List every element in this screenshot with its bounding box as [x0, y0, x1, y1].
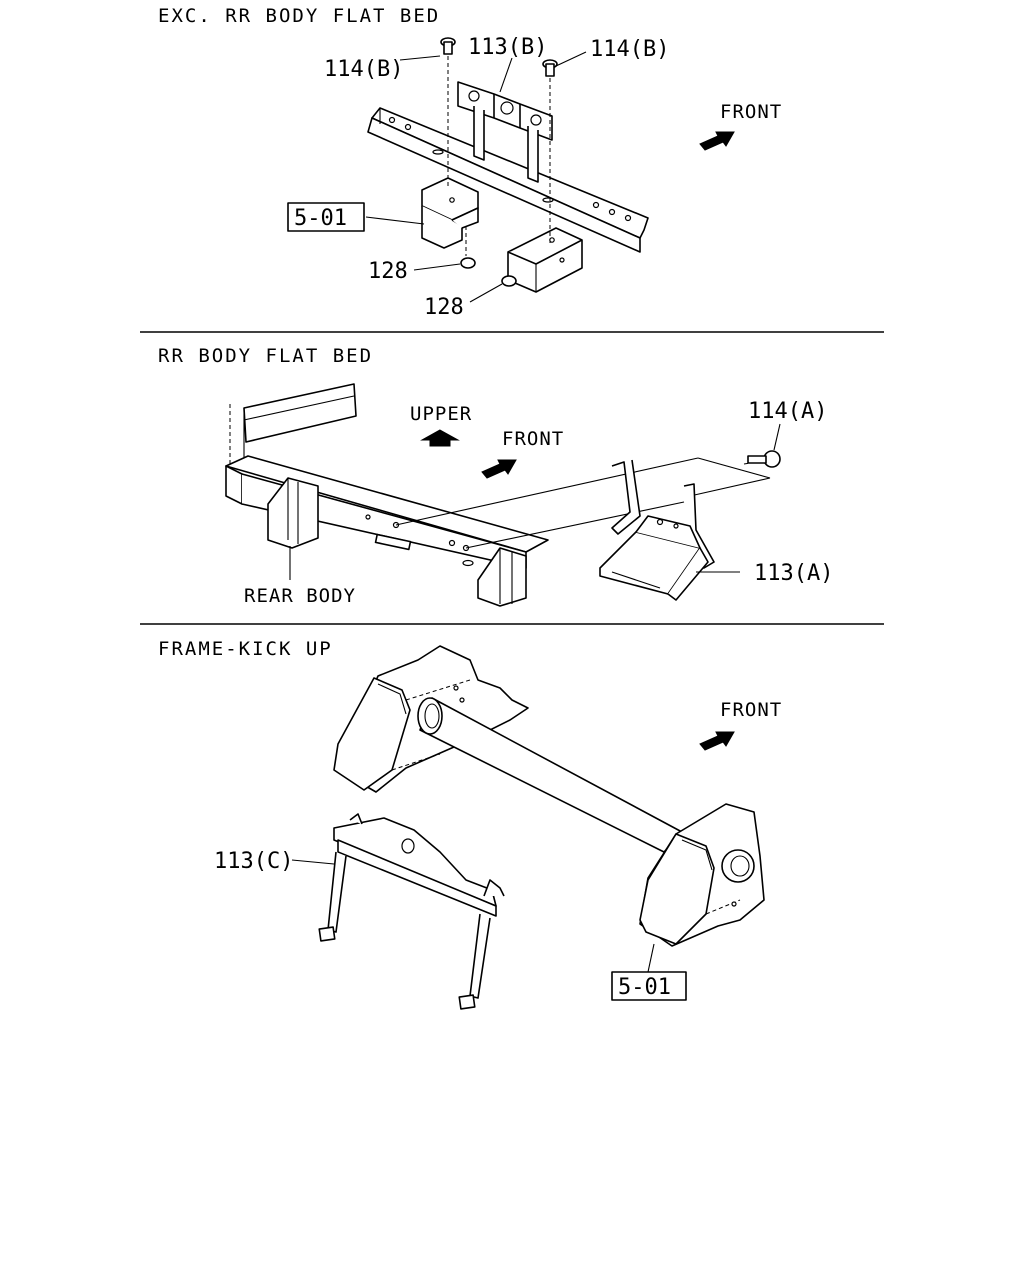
label-frame-ref: 5-01	[294, 206, 347, 231]
front-arrow-icon	[481, 459, 517, 479]
bracket-113a	[599, 459, 715, 601]
frame-post-right	[477, 547, 527, 607]
bracket-113c	[318, 813, 505, 1010]
label-front: FRONT	[720, 101, 782, 123]
frame-ref-box	[287, 202, 365, 232]
frame-post-left	[267, 477, 319, 549]
section-frame-kick-up: FRAME-KICK UP	[158, 638, 782, 1010]
label-nut-upper: 128	[368, 259, 408, 284]
frame-channel-right	[507, 227, 583, 293]
frame-ref-box	[611, 971, 687, 1001]
section-title: FRAME-KICK UP	[158, 638, 333, 660]
label-nut-lower: 128	[424, 295, 464, 320]
nut-128-upper	[460, 226, 476, 269]
upper-arrow-icon	[420, 429, 460, 447]
section-title: RR BODY FLAT BED	[158, 345, 373, 367]
bracket-113b	[457, 81, 553, 183]
frame-channel-left	[421, 177, 479, 249]
section-title: EXC. RR BODY FLAT BED	[158, 5, 440, 27]
cross-tube	[417, 697, 683, 853]
frame-end-right	[639, 803, 765, 947]
bolt-114a	[747, 450, 781, 468]
section-rr-body-flat-bed: RR BODY FLAT BED	[158, 345, 833, 607]
label-front: FRONT	[502, 428, 564, 450]
label-bracket: 113(B)	[468, 35, 547, 60]
section-exc-rr-body-flat-bed: EXC. RR BODY FLAT BED	[158, 5, 782, 320]
label-bracket: 113(A)	[754, 561, 833, 586]
label-bracket: 113(C)	[214, 849, 293, 874]
label-rear-body: REAR BODY	[244, 585, 356, 607]
cross-rail	[367, 107, 649, 253]
rear-body-panel	[229, 383, 357, 466]
label-upper: UPPER	[410, 403, 472, 425]
label-frame-ref: 5-01	[618, 975, 671, 1000]
nut-128-lower	[501, 275, 517, 287]
bolt-114b-right	[542, 59, 558, 246]
label-bolt-left: 114(B)	[324, 57, 403, 82]
label-bolt: 114(A)	[748, 399, 827, 424]
label-bolt-right: 114(B)	[590, 37, 669, 62]
front-arrow-icon	[699, 731, 735, 751]
front-arrow-icon	[699, 131, 735, 151]
bolt-114b-left	[440, 37, 456, 186]
label-front: FRONT	[720, 699, 782, 721]
